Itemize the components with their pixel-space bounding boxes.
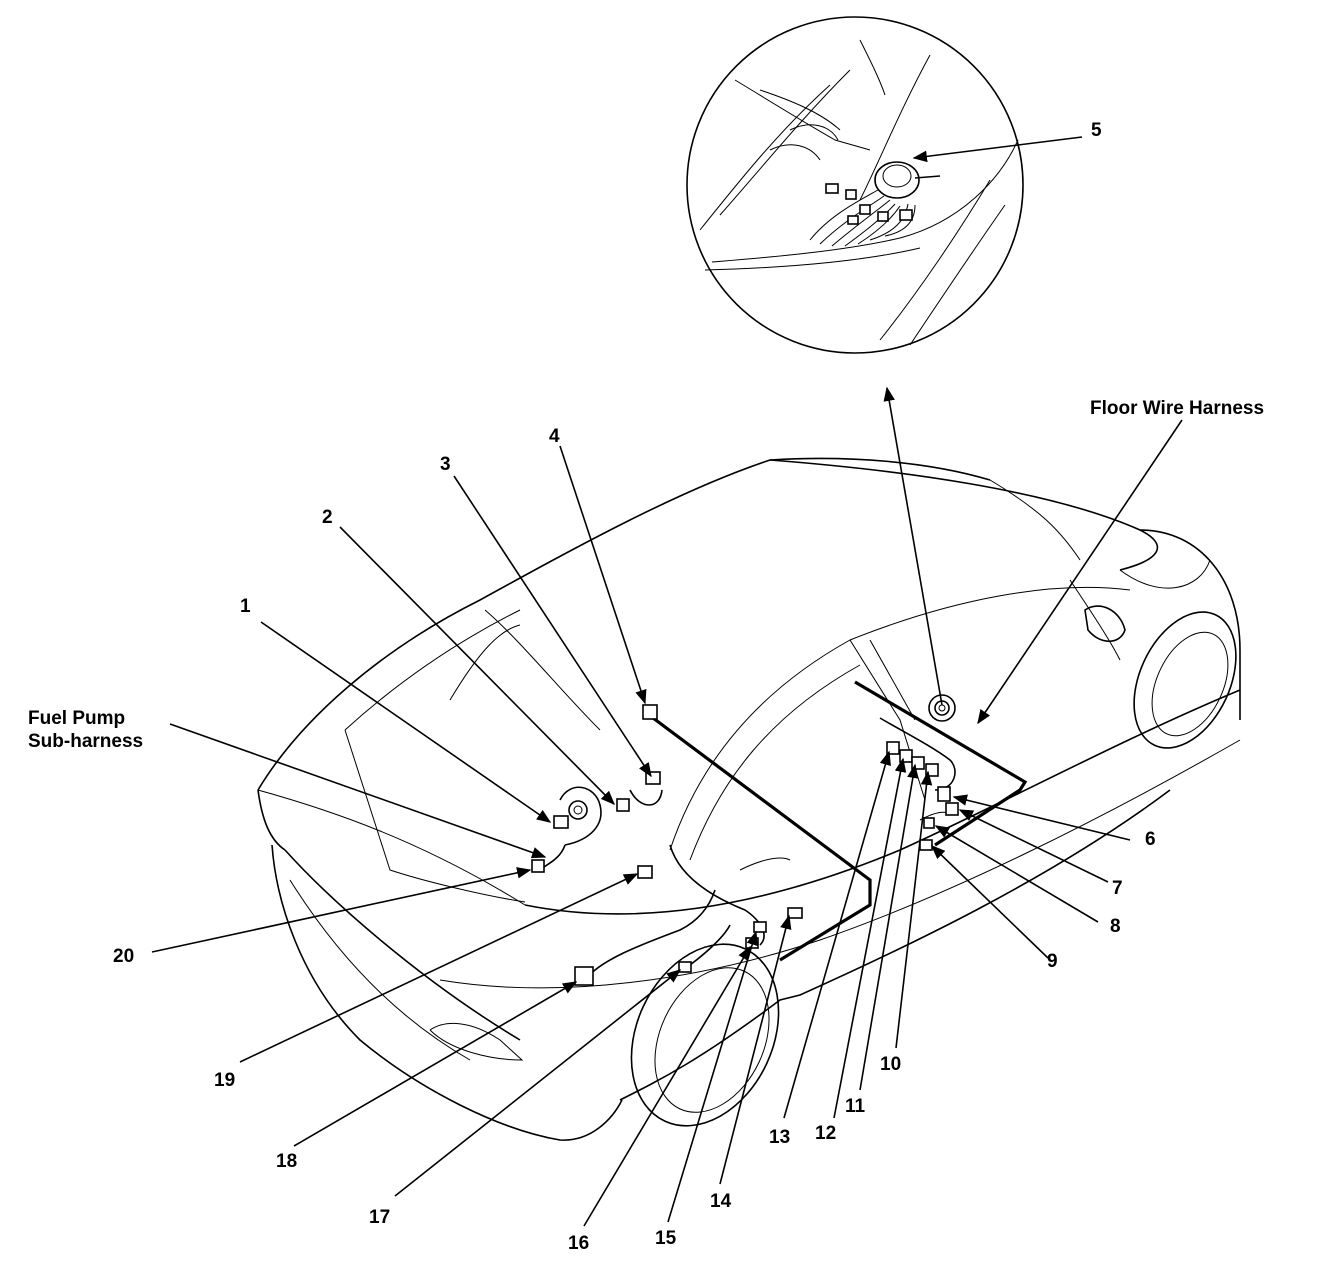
callout-13: 13: [769, 1127, 791, 1148]
callout-9: 9: [1047, 951, 1058, 972]
connectors: [531, 704, 959, 986]
callout-2: 2: [322, 507, 333, 528]
leader-lines: [151, 136, 1183, 1227]
callout-19: 19: [214, 1070, 236, 1091]
callout-3: 3: [440, 454, 451, 475]
callout-7: 7: [1112, 878, 1123, 899]
callout-14: 14: [710, 1191, 732, 1212]
floor-harness-route: [539, 680, 1028, 981]
callout-10: 10: [880, 1054, 902, 1075]
callout-20: 20: [113, 946, 135, 967]
floor-wire-harness-label: Floor Wire Harness: [1090, 398, 1265, 419]
callout-5: 5: [1091, 120, 1102, 141]
inset-pointer: [883, 386, 943, 706]
detail-inset: [686, 16, 1024, 354]
callout-11: 11: [845, 1096, 866, 1117]
callout-15: 15: [655, 1228, 677, 1249]
fuel-pump-sub-harness-label: Fuel Pump Sub-harness: [28, 708, 144, 752]
car-body: [257, 457, 1241, 1141]
callout-17: 17: [369, 1207, 391, 1228]
callout-6: 6: [1145, 829, 1156, 850]
callout-16: 16: [568, 1233, 590, 1254]
callout-18: 18: [276, 1151, 298, 1172]
callout-1: 1: [240, 596, 251, 617]
callout-12: 12: [815, 1123, 837, 1144]
callout-4: 4: [549, 426, 560, 447]
callout-8: 8: [1110, 916, 1121, 937]
